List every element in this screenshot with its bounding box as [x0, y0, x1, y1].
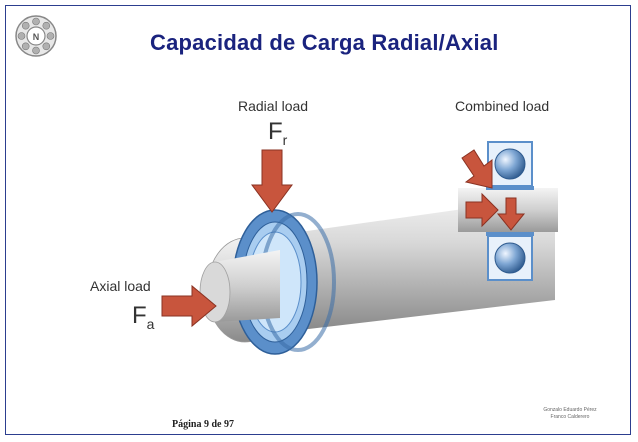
author-watermark: Gonzalo Eduardo Pérez Franco Calderero — [543, 407, 597, 420]
axial-load-arrow-icon — [161, 284, 217, 328]
page-number: Página 9 de 97 — [172, 419, 234, 430]
combined-load-diagram — [458, 141, 558, 281]
axial-force-symbol: Fa — [132, 302, 155, 332]
page-title: Capacidad de Carga Radial/Axial — [150, 30, 499, 55]
combined-radial-arrow-icon — [496, 197, 526, 231]
combined-load-label: Combined load — [455, 98, 550, 114]
radial-load-label: Radial load — [238, 98, 309, 114]
shaft-end — [199, 250, 280, 323]
bearing-logo-icon: N — [15, 15, 57, 57]
radial-load-arrow-icon — [251, 149, 293, 213]
combined-axial-arrow-icon — [465, 192, 499, 228]
axial-load-label: Axial load — [90, 278, 151, 294]
radial-force-symbol: Fr — [268, 118, 288, 148]
svg-text:N: N — [33, 32, 40, 42]
slide-frame — [5, 5, 631, 435]
combined-diagonal-arrow-icon — [461, 149, 493, 189]
